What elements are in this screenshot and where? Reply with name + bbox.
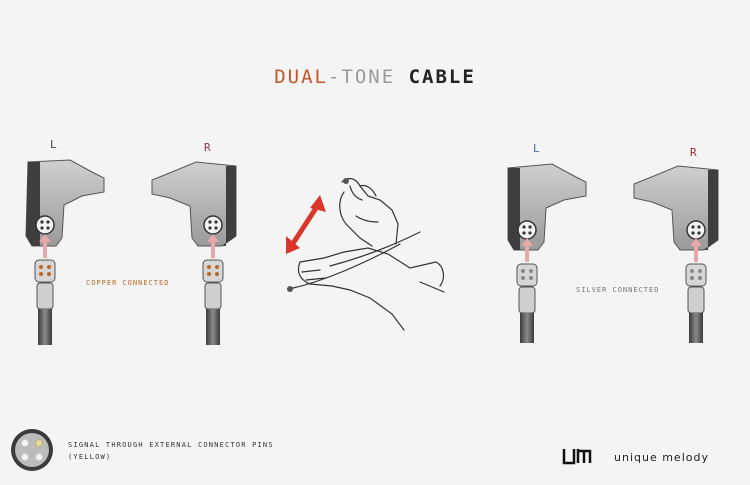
copper-caption: COPPER CONNECTED: [86, 279, 170, 287]
page-title: DUAL-TONE CABLE: [0, 66, 750, 88]
title-cable: CABLE: [408, 66, 476, 88]
brand: unique melody: [562, 447, 709, 467]
title-tone: -TONE: [327, 66, 396, 88]
legend-line-1: SIGNAL THROUGH EXTERNAL CONNECTOR PINS: [68, 441, 274, 449]
legend-line-2: (YELLOW): [68, 453, 112, 461]
brand-name: unique melody: [614, 450, 709, 464]
earpiece-right-silver-r: [633, 165, 719, 251]
connector-plug-silver-r: [685, 238, 707, 343]
connector-plug-copper-l: [34, 234, 56, 345]
left-group-label-r: R: [204, 141, 211, 154]
hand-illustration: [287, 177, 445, 331]
connector-plug-silver-l: [516, 238, 538, 343]
legend-text: SIGNAL THROUGH EXTERNAL CONNECTOR PINS (…: [68, 439, 274, 463]
connector-pin-icon: [11, 429, 53, 471]
earpiece-right-copper-r: [151, 161, 237, 247]
earpiece-left-copper-l: [25, 159, 105, 247]
right-group-label-l: L: [533, 142, 540, 155]
silver-caption: SILVER CONNECTED: [576, 286, 660, 294]
earpiece-left-silver-l: [507, 163, 587, 251]
left-group-label-l: L: [50, 138, 57, 151]
connector-plug-copper-r: [202, 234, 224, 345]
right-group-label-r: R: [690, 146, 697, 159]
title-dual: DUAL: [274, 66, 328, 88]
rotate-arrow-icon: [286, 195, 326, 254]
um-logo-icon: [562, 449, 592, 465]
